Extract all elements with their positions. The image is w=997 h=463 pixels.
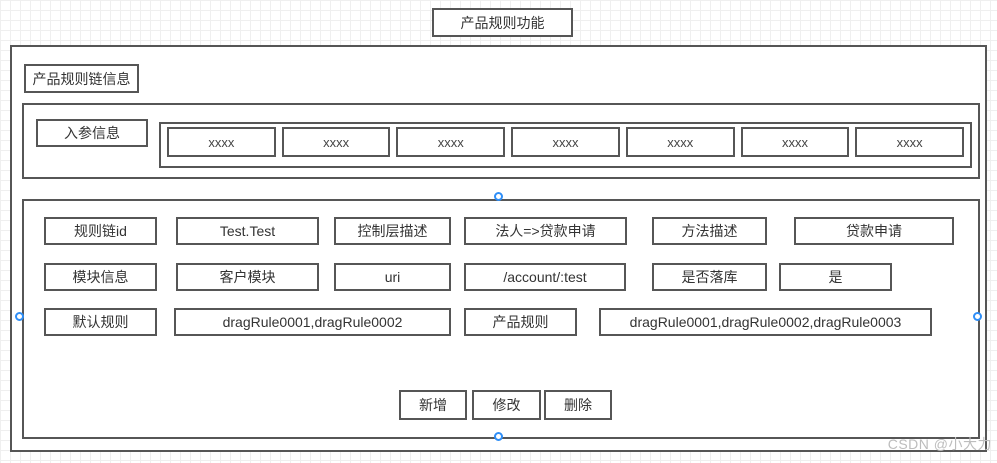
persist-flag-label[interactable]: 是否落库 bbox=[652, 263, 767, 291]
product-rule-container[interactable]: 产品规则链信息 入参信息 xxxx xxxx xxxx xxxx xxxx xx… bbox=[10, 45, 987, 452]
selection-handle-left[interactable] bbox=[15, 312, 24, 321]
method-desc-label[interactable]: 方法描述 bbox=[652, 217, 767, 245]
param-box[interactable]: xxxx bbox=[396, 127, 506, 157]
selection-handle-bottom[interactable] bbox=[494, 432, 503, 441]
selection-handle-right[interactable] bbox=[973, 312, 982, 321]
uri-label[interactable]: uri bbox=[334, 263, 451, 291]
add-button[interactable]: 新增 bbox=[399, 390, 467, 420]
param-box[interactable]: xxxx bbox=[625, 127, 735, 157]
param-box[interactable]: xxxx bbox=[511, 127, 620, 157]
controller-desc-value[interactable]: 法人=>贷款申请 bbox=[464, 217, 627, 245]
modify-button[interactable]: 修改 bbox=[472, 390, 541, 420]
rule-chain-id-label[interactable]: 规则链id bbox=[44, 217, 157, 245]
param-section[interactable]: 入参信息 xxxx xxxx xxxx xxxx xxxx xxxx xxxx bbox=[22, 103, 980, 179]
rule-chain-id-value[interactable]: Test.Test bbox=[176, 217, 319, 245]
default-rule-label[interactable]: 默认规则 bbox=[44, 308, 157, 336]
param-box[interactable]: xxxx bbox=[281, 127, 391, 157]
persist-flag-value[interactable]: 是 bbox=[779, 263, 892, 291]
title-node[interactable]: 产品规则功能 bbox=[432, 8, 573, 37]
module-info-label[interactable]: 模块信息 bbox=[44, 263, 157, 291]
selection-handle-top[interactable] bbox=[494, 192, 503, 201]
param-box[interactable]: xxxx bbox=[167, 127, 276, 157]
param-info-label-node[interactable]: 入参信息 bbox=[36, 119, 148, 147]
product-rule-value[interactable]: dragRule0001,dragRule0002,dragRule0003 bbox=[599, 308, 932, 336]
delete-button[interactable]: 删除 bbox=[544, 390, 612, 420]
method-desc-value[interactable]: 贷款申请 bbox=[794, 217, 954, 245]
param-box[interactable]: xxxx bbox=[855, 127, 965, 157]
param-box[interactable]: xxxx bbox=[740, 127, 850, 157]
controller-desc-label[interactable]: 控制层描述 bbox=[334, 217, 451, 245]
rule-detail-section[interactable]: 规则链id Test.Test 控制层描述 法人=>贷款申请 方法描述 贷款申请… bbox=[22, 199, 980, 439]
param-strip[interactable]: xxxx xxxx xxxx xxxx xxxx xxxx xxxx bbox=[159, 122, 972, 168]
product-rule-label[interactable]: 产品规则 bbox=[464, 308, 577, 336]
default-rule-value[interactable]: dragRule0001,dragRule0002 bbox=[174, 308, 451, 336]
chain-info-label-node[interactable]: 产品规则链信息 bbox=[24, 64, 139, 93]
module-info-value[interactable]: 客户模块 bbox=[176, 263, 319, 291]
uri-value[interactable]: /account/:test bbox=[464, 263, 626, 291]
watermark-text: CSDN @小大力 bbox=[887, 436, 992, 452]
